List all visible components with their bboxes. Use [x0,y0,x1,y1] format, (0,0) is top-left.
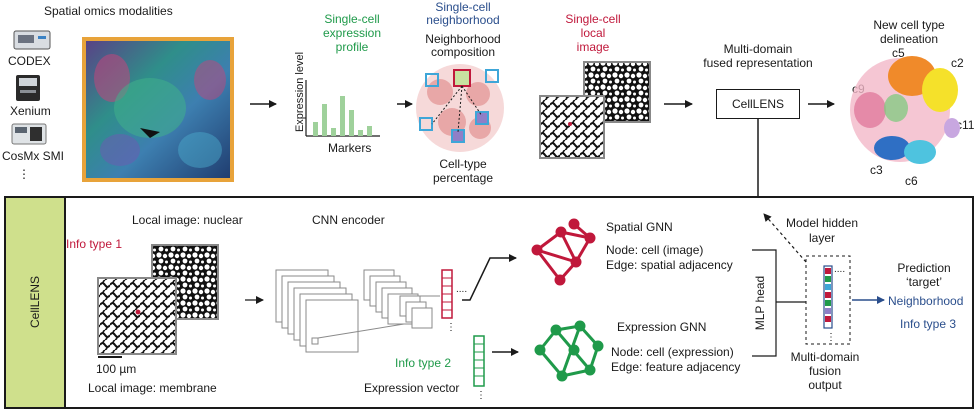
spatial-node-label: Node: cell (image) [606,243,704,257]
image-feature-vector: .... ⋮ [441,269,467,333]
neighborhood-composition-2: composition [430,45,496,59]
local-image-nuclear-label: Local image: nuclear [132,213,243,227]
expression-title-3: profile [335,40,369,54]
model-hidden-layer-1: Model hidden [785,216,859,230]
prediction-target-label: ‘target’ [905,275,943,289]
device-label-more: ⋮ [18,167,30,181]
spatial-gnn-label: Spatial GNN [606,220,673,234]
cluster-label-c2: c2 [951,56,964,70]
cellens-box: CellLENS [716,89,800,119]
cluster-label-c11: c11 [956,118,975,132]
local-image-membrane-label: Local image: membrane [88,381,217,395]
modalities-title: Spatial omics modalities [44,4,173,18]
codex-device-icon [13,30,51,50]
neighborhood-composition-icon [416,64,504,152]
neighborhood-title-2: neighborhood [426,13,500,27]
cluster-label-c6: c6 [905,174,918,188]
cosmx-device-icon [11,123,47,145]
expression-title-2: expression [322,26,382,40]
neighborhood-composition-1: Neighborhood [425,32,501,46]
delineation-title-1: New cell type [873,18,945,32]
umap-cluster-plot [850,56,960,164]
info-type-2-label: Info type 2 [395,356,452,370]
spatial-gnn-graph [531,218,596,286]
expression-edge-label: Edge: feature adjacency [611,360,741,374]
expression-node-label: Node: cell (expression) [611,345,734,359]
fusion-output-1: Multi-domain [790,350,860,364]
cluster-label-c3: c3 [870,163,883,177]
xenium-device-icon [16,75,40,101]
expression-vector: ⋮ [473,335,486,401]
svg-text:⋮: ⋮ [476,390,486,401]
expression-title-1: Single-cell [324,12,380,26]
fused-label-2: fused representation [703,56,813,70]
cellens-panel-tab [4,196,66,409]
svg-text:....: .... [456,284,467,295]
scale-bar-label: 100 µm [96,362,137,376]
expression-gnn-graph [534,320,604,382]
fusion-output-3: output [808,378,842,392]
fusion-output-vector: .... ⋮ [823,264,845,343]
svg-text:⋮: ⋮ [446,322,456,333]
expression-bar-chart-icon [305,80,380,137]
expression-vector-label: Expression vector [364,381,460,395]
info-type-3-label: Info type 3 [900,317,957,331]
local-image-title-2: local [580,26,606,40]
fusion-output-2: fusion [808,364,842,378]
local-image-title-1: Single-cell [565,12,621,26]
cluster-label-c5: c5 [892,46,905,60]
expression-gnn-label: Expression GNN [617,320,707,334]
device-label-cosmx: CosMx SMI [2,149,65,163]
expression-xlabel: Markers [328,141,372,155]
cnn-encoder-diagram [275,269,440,353]
membrane-image [97,277,177,355]
spatial-edge-label: Edge: spatial adjacency [606,258,733,272]
neighborhood-title-1: Single-cell [435,0,491,14]
device-label-codex: CODEX [8,54,51,68]
info-type-1-label: Info type 1 [66,237,123,251]
celltype-percentage-1: Cell-type [439,157,487,171]
local-image-title-3: image [576,40,610,54]
prediction-label: Prediction [897,261,951,275]
fused-label-1: Multi-domain [723,42,793,56]
model-hidden-layer-2: layer [808,231,835,245]
svg-text:⋮: ⋮ [826,332,836,343]
cnn-encoder-label: CNN encoder [312,213,385,227]
device-label-xenium: Xenium [10,104,51,118]
tissue-image [82,37,234,182]
svg-text:....: .... [834,264,845,275]
neighborhood-output-label: Neighborhood [888,294,964,308]
delineation-title-2: delineation [879,32,939,46]
local-image-icon [539,61,651,159]
celltype-percentage-2: percentage [432,171,494,185]
